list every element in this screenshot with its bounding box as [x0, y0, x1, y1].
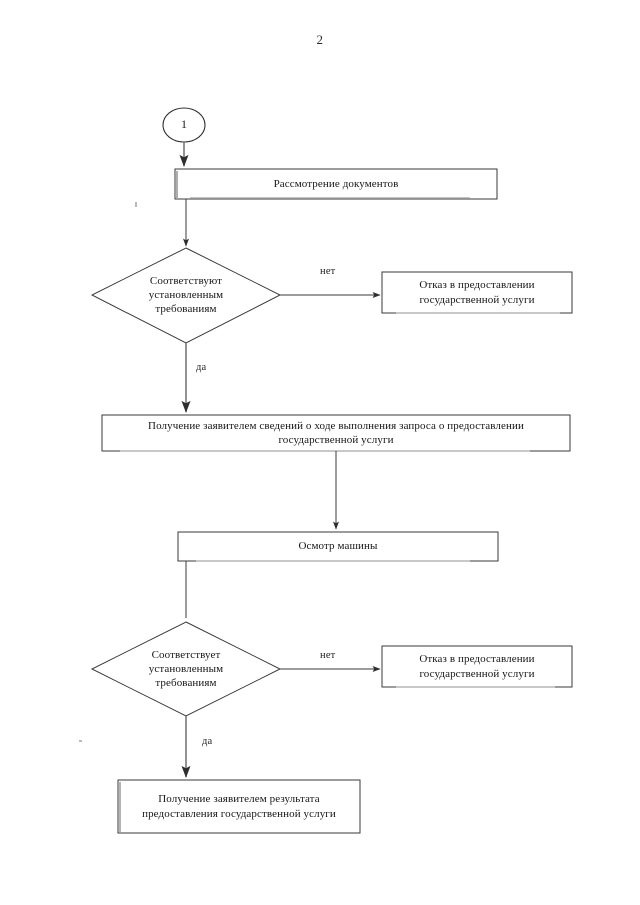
status-information-label: Получение заявителем сведений о ходе вып… [148, 419, 524, 446]
result-receipt-shape [117, 779, 361, 834]
start-connector-label: 1 [180, 117, 188, 132]
scan-speck-1 [135, 202, 137, 207]
edge-label-yes-first: да [196, 362, 207, 373]
review-documents-shape [174, 168, 498, 200]
edge-label-no-second: нет [320, 650, 336, 661]
edge-label-yes-second: да [202, 736, 213, 747]
decision-inspection-label: Соответствует установленным требованиям [148, 648, 224, 690]
edge-label-no-first: нет [320, 266, 336, 277]
decision-documents-label: Соответствуют установленным требованиям [148, 274, 224, 316]
refusal-inspection-label: Отказ в предоставлении государственной у… [419, 653, 535, 680]
refusal-documents-label: Отказ в предоставлении государственной у… [419, 279, 535, 306]
page-number: 2 [316, 32, 324, 47]
scan-speck-2 [79, 740, 82, 742]
machine-inspection-label: Осмотр машины [298, 540, 378, 553]
result-receipt-label: Получение заявителем результата предоста… [142, 793, 336, 820]
review-documents-label: Рассмотрение документов [273, 177, 399, 190]
